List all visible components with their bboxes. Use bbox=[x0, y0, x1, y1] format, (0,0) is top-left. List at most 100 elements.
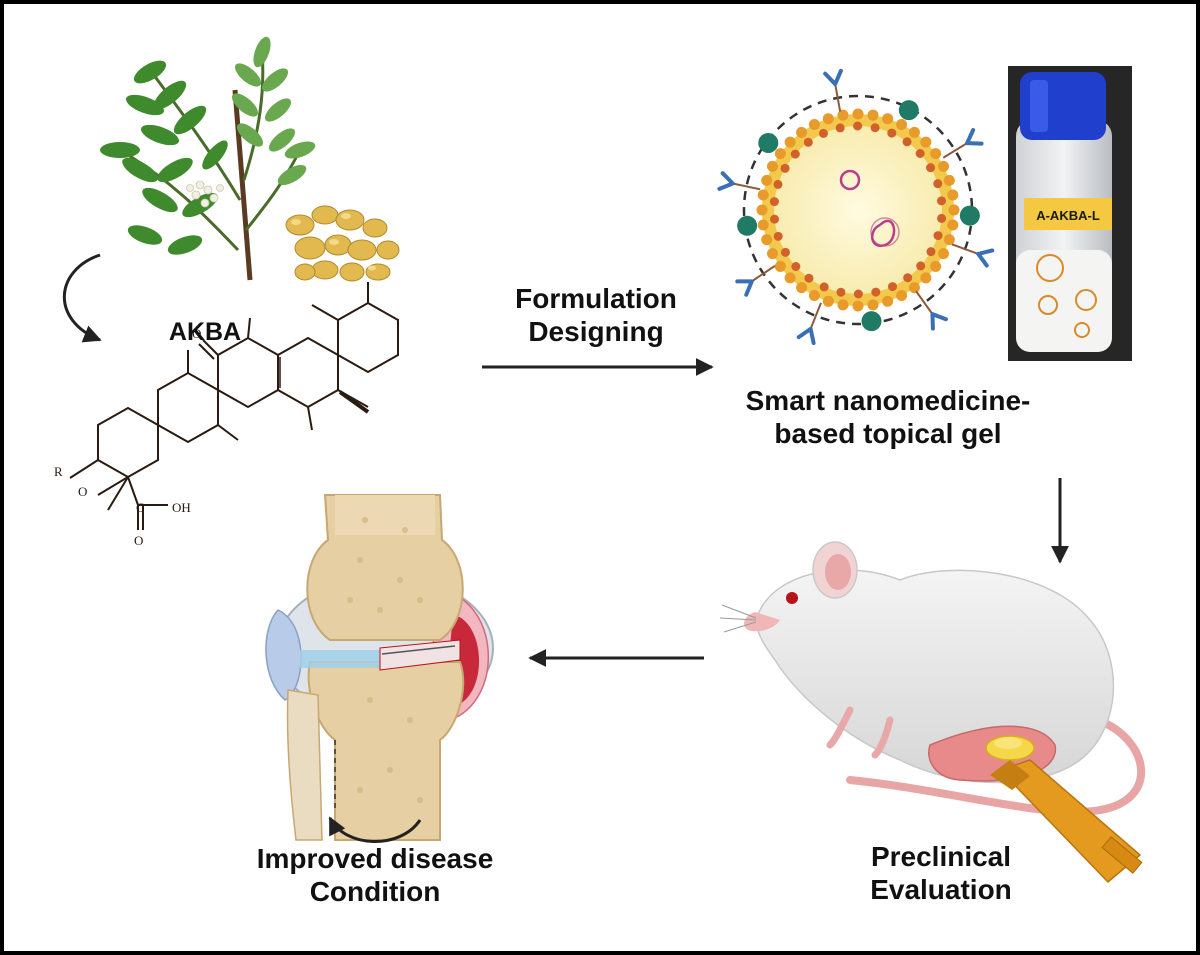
lipid-head bbox=[757, 219, 769, 231]
lipid-head bbox=[933, 179, 943, 189]
step-formulation-line2: Designing bbox=[528, 316, 664, 348]
lipid-head bbox=[774, 260, 786, 272]
nanoliposome-icon bbox=[717, 68, 995, 346]
lipid-head bbox=[761, 234, 773, 246]
lipid-head bbox=[896, 118, 908, 130]
lipid-head bbox=[903, 273, 913, 283]
lipid-head bbox=[803, 137, 813, 147]
akba-structure-icon bbox=[69, 282, 399, 530]
gel-vial-icon: A-AKBA-L bbox=[1008, 66, 1132, 361]
atom-o-carbonyl: O bbox=[134, 533, 143, 548]
akba-atom-labels: R O O C OH O bbox=[54, 326, 201, 548]
lipid-head bbox=[819, 282, 829, 292]
lipid-head bbox=[766, 248, 778, 260]
lipid-head bbox=[822, 295, 834, 307]
antibody-icon bbox=[930, 312, 948, 331]
lipid-head bbox=[835, 123, 845, 133]
step-formulation-line1: Formulation bbox=[515, 283, 677, 314]
curved-arrow-icon bbox=[62, 253, 102, 343]
peg-tether bbox=[732, 182, 761, 191]
lipid-head bbox=[766, 160, 778, 172]
product-line2: based topical gel bbox=[774, 418, 1002, 450]
lipid-head bbox=[926, 247, 936, 257]
peg-tether bbox=[951, 243, 979, 255]
curved-arrow-icon bbox=[328, 816, 422, 843]
lipid-head bbox=[916, 261, 926, 271]
lipid-head bbox=[947, 219, 959, 231]
lipid-head bbox=[908, 282, 920, 294]
lipid-head bbox=[938, 160, 950, 172]
lipid-head bbox=[915, 148, 925, 158]
ligand-icon bbox=[861, 311, 882, 332]
boswellia-plant-icon bbox=[100, 36, 316, 281]
lipid-head bbox=[774, 148, 786, 160]
lipid-head bbox=[908, 126, 920, 138]
antibody-icon bbox=[823, 68, 843, 87]
lipid-head bbox=[867, 299, 879, 311]
lipid-head bbox=[837, 109, 849, 121]
lipid-head bbox=[930, 148, 942, 160]
atom-oh: OH bbox=[172, 500, 191, 515]
lipid-head bbox=[791, 262, 801, 272]
compound-label: AKBA bbox=[160, 318, 250, 348]
lipid-head bbox=[937, 213, 947, 223]
lipid-head bbox=[780, 247, 790, 257]
lipid-head bbox=[926, 163, 936, 173]
lipid-head bbox=[882, 113, 894, 125]
lipid-head bbox=[852, 108, 864, 120]
lipid-head bbox=[948, 204, 960, 216]
lipid-head bbox=[770, 214, 780, 224]
ligand-icon bbox=[758, 132, 779, 153]
lipid-head bbox=[882, 295, 894, 307]
lipid-head bbox=[933, 231, 943, 241]
product-line1: Smart nanomedicine- bbox=[745, 385, 1031, 416]
lipid-head bbox=[808, 290, 820, 302]
lipid-head bbox=[943, 174, 955, 186]
antibody-icon bbox=[976, 248, 995, 268]
lipid-head bbox=[796, 126, 808, 138]
lipid-head bbox=[790, 149, 800, 159]
lipid-head bbox=[836, 287, 846, 297]
step-preclinical-label: Preclinical Evaluation bbox=[826, 840, 1056, 906]
lipid-head bbox=[870, 123, 880, 133]
product-label: Smart nanomedicine- based topical gel bbox=[718, 384, 1058, 450]
lipid-head bbox=[837, 299, 849, 311]
antibody-icon bbox=[735, 279, 754, 297]
lipid-head bbox=[761, 174, 773, 186]
lipid-head bbox=[784, 136, 796, 148]
ligand-icon bbox=[737, 215, 758, 236]
outcome-label: Improved disease Condition bbox=[210, 842, 540, 908]
peg-tether bbox=[915, 290, 934, 315]
peg-tether bbox=[751, 264, 776, 283]
lipid-head bbox=[871, 287, 881, 297]
lipid-head bbox=[757, 189, 769, 201]
lipid-head bbox=[804, 273, 814, 283]
vial-label: A-AKBA-L bbox=[1036, 208, 1100, 223]
lipid-head bbox=[853, 121, 863, 131]
lipid-head bbox=[818, 128, 828, 138]
lipid-head bbox=[947, 189, 959, 201]
lipid-head bbox=[920, 272, 932, 284]
ligand-icon bbox=[959, 205, 980, 226]
lipid-head bbox=[938, 248, 950, 260]
lipid-head bbox=[769, 197, 779, 207]
lipid-head bbox=[773, 231, 783, 241]
lipid-head bbox=[943, 234, 955, 246]
atom-c: C bbox=[136, 500, 145, 515]
peg-tether bbox=[942, 142, 968, 159]
lipid-head bbox=[887, 128, 897, 138]
lipid-head bbox=[796, 282, 808, 294]
ligand-icon bbox=[898, 100, 919, 121]
lipid-head bbox=[773, 179, 783, 189]
lipid-head bbox=[888, 282, 898, 292]
step-preclinical-line2: Evaluation bbox=[870, 874, 1012, 906]
antibody-icon bbox=[717, 171, 735, 191]
knee-joint-icon bbox=[265, 494, 494, 841]
lipid-head bbox=[808, 118, 820, 130]
frankincense-resin-icon bbox=[285, 205, 400, 282]
lipid-head bbox=[780, 163, 790, 173]
peg-tether bbox=[834, 83, 842, 112]
peg-tether bbox=[809, 302, 822, 330]
